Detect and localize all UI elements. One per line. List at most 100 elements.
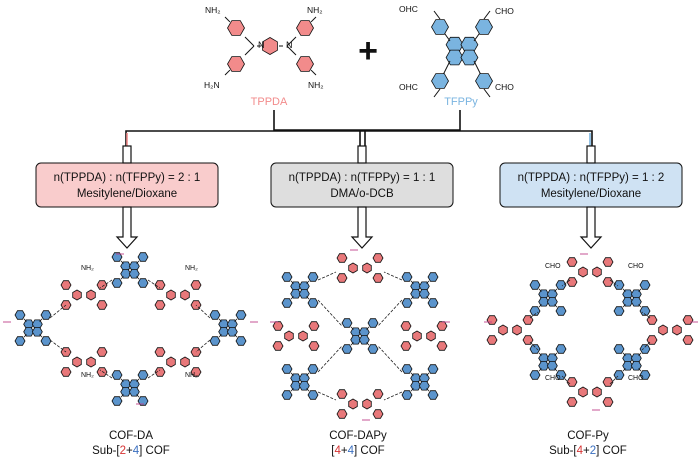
tppda-n-label-right: N	[286, 40, 293, 50]
bond	[120, 394, 124, 398]
cof-py-type-prefix: Sub-[	[549, 445, 577, 457]
pyrene-arm-ring	[341, 318, 353, 328]
tfppy-aldehyde-label-3: OHC	[399, 82, 418, 92]
pyrene-arm-ring	[137, 278, 149, 288]
amine-arm-ring	[272, 341, 284, 351]
condition-2-solvent: DMA/o-DCB	[330, 188, 394, 200]
condition-box-2: n(TPPDA) : n(TFPPy) = 1 : 1 DMA/o-DCB	[270, 162, 454, 208]
bond	[224, 69, 231, 76]
cof-dapy-type-plus: +	[341, 445, 348, 457]
pyrene-arm-ring	[555, 280, 567, 290]
amine-core-ring	[348, 398, 358, 410]
pyrene-arm-ring	[639, 280, 651, 290]
bond	[136, 276, 140, 280]
amine-core-ring	[578, 266, 588, 278]
cof-dapy-name: COF-DAPy	[329, 430, 387, 442]
condition-1-solvent: Mesitylene/Dioxane	[77, 188, 177, 200]
aminophenyl-ring	[227, 20, 245, 36]
amine-arm-ring	[154, 347, 166, 357]
pyrene-node-ring	[31, 327, 43, 337]
bond	[306, 296, 310, 300]
cof-da-type: Sub-[2+4] COF	[92, 445, 170, 457]
amine-core-ring	[166, 356, 176, 368]
amine-core-ring	[362, 262, 372, 274]
bond	[136, 378, 140, 382]
pyrene-node-ring	[358, 335, 370, 345]
bond	[433, 88, 441, 98]
pyrene-node-ring	[538, 361, 550, 371]
bond	[306, 388, 310, 392]
pyrene-arm-ring	[613, 344, 625, 354]
tppda-name: TPPDA	[251, 96, 288, 108]
tfppy-aldehyde-label-2: CHO	[495, 6, 514, 16]
pyrene-arm-ring	[281, 364, 293, 374]
bond	[244, 45, 255, 56]
cof-dapy-type: [4+4] COF	[331, 445, 384, 457]
amine-arm-ring	[602, 257, 614, 267]
cof-py-name: COF-Py	[567, 430, 609, 442]
amine-arm-ring	[436, 321, 448, 331]
cof-da-pendant-2: NH₂	[185, 265, 198, 272]
amine-arm-ring	[682, 335, 694, 345]
amine-arm-ring	[96, 300, 108, 310]
imine-linkage	[317, 299, 343, 327]
pyrene-arm-ring	[639, 306, 651, 316]
pyrene-node-ring	[546, 361, 558, 371]
pyrene-arm-ring	[401, 272, 413, 282]
tppda-molecule	[224, 16, 317, 76]
amine-core-ring	[512, 324, 522, 336]
pyrene-arm-ring	[367, 318, 379, 328]
bond	[554, 368, 558, 372]
pyrene-arm-ring	[307, 272, 319, 282]
amine-arm-ring	[154, 300, 166, 310]
cof-py-type-first: 4	[577, 445, 584, 457]
bond	[39, 334, 43, 338]
imine-linkage	[377, 299, 403, 327]
pyrene-arm-ring	[111, 278, 123, 288]
bond	[622, 368, 626, 372]
amine-arm-ring	[60, 280, 72, 290]
bond	[410, 296, 414, 300]
pyrene-arm-ring	[555, 306, 567, 316]
tppda-n-label-left: N	[258, 40, 265, 50]
condition-2-ratio: n(TPPDA) : n(TFPPy) = 1 : 1	[289, 172, 436, 184]
pyrene-node-ring	[120, 387, 132, 397]
amine-core-ring	[592, 266, 602, 278]
bond	[218, 334, 222, 338]
pyrene-arm-ring	[137, 396, 149, 406]
tfppy-molecule	[431, 10, 493, 98]
amine-arm-ring	[336, 273, 348, 283]
pyrene-node-ring	[410, 381, 422, 391]
pyrene-arm-ring	[401, 298, 413, 308]
bond	[120, 260, 124, 264]
pyrene-node-ring	[630, 361, 642, 371]
pyrene-arm-ring	[307, 298, 319, 308]
amine-arm-ring	[566, 397, 578, 407]
amine-arm-ring	[336, 389, 348, 399]
pyrene-arm-ring	[639, 344, 651, 354]
pyrene-node-ring	[410, 289, 422, 299]
formylphenyl-ring	[475, 19, 493, 35]
cof-py-pendant-4: CHO	[628, 375, 644, 382]
imine-linkage	[383, 391, 403, 401]
amine-core-ring	[180, 289, 190, 301]
tppda-amine-label-3: H₂N	[204, 80, 220, 90]
cof-da-type-prefix: Sub-[	[92, 445, 120, 457]
bond	[538, 368, 542, 372]
imine-linkage	[529, 341, 539, 351]
tppda-amine-label-2: NH₂	[307, 5, 323, 15]
amine-core-ring	[180, 356, 190, 368]
condition-3-solvent: Mesitylene/Dioxane	[541, 188, 641, 200]
imine-linkage	[377, 345, 403, 373]
pyrene-arm-ring	[529, 370, 541, 380]
pyrene-node-ring	[630, 297, 642, 307]
bond	[136, 394, 140, 398]
pyrene-arm-ring	[14, 336, 26, 346]
amine-core-ring	[348, 262, 358, 274]
bond	[538, 288, 542, 292]
amine-core-ring	[426, 330, 436, 342]
amine-arm-ring	[372, 409, 384, 419]
pyrene-arm-ring	[281, 272, 293, 282]
bond	[433, 10, 441, 20]
